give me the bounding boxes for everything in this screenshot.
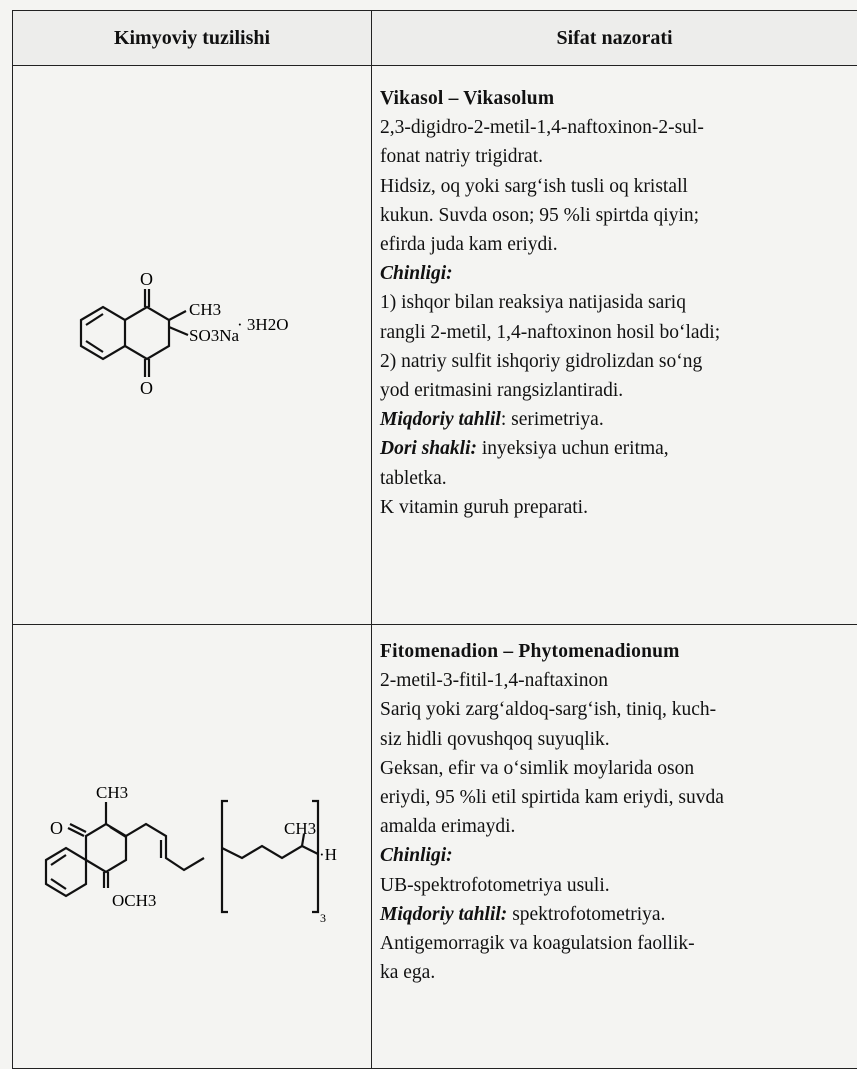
identity-heading: Chinligi: — [380, 259, 851, 288]
desc-line: 2-metil-3-fitil-1,4-naftaxinon — [380, 666, 851, 695]
pharmacopoeia-table: Kimyoviy tuzilishi Sifat nazorati — [12, 10, 857, 1069]
assay-text: : serimetriya. — [501, 409, 604, 430]
desc-line: fonat natriy trigidrat. — [380, 142, 851, 171]
structure-cell-fitomenadion: CH3 O OCH3 CH3 ·H 3 — [13, 625, 372, 1069]
vikasol-label-water: · 3H2O — [237, 315, 288, 334]
footer-line: ka ega. — [380, 958, 851, 987]
desc-line: Hidsiz, oq yoki sarg‘ish tusli oq krista… — [380, 172, 851, 201]
fitomenadion-label-ch3-top: CH3 — [96, 783, 128, 802]
quality-cell-vikasol: Vikasol – Vikasolum 2,3-digidro-2-metil-… — [372, 66, 857, 625]
vikasol-label-oxygen-top: O — [140, 269, 153, 289]
form-text: inyeksiya uchun eritma, — [477, 438, 669, 459]
identity-line: 1) ishqor bilan reaksiya natijasida sari… — [380, 288, 851, 317]
fitomenadion-label-repeat-count: 3 — [320, 911, 326, 925]
assay-heading: Miqdoriy tahlil — [380, 409, 501, 430]
footer-line: Antigemorragik va koagulatsion faollik- — [380, 929, 851, 958]
identity-heading: Chinligi: — [380, 841, 851, 870]
identity-line: 2) natriy sulfit ishqoriy gidrolizdan so… — [380, 347, 851, 376]
vikasol-label-so3na: SO3Na — [189, 326, 240, 345]
desc-line: amalda erimaydi. — [380, 812, 851, 841]
desc-line: kukun. Suvda oson; 95 %li spirtda qiyin; — [380, 201, 851, 230]
vikasol-label-ch3: CH3 — [189, 300, 221, 319]
fitomenadion-label-och3: OCH3 — [112, 891, 156, 910]
desc-line: eriydi, 95 %li etil spirtida kam eriydi,… — [380, 783, 851, 812]
fitomenadion-label-oxygen: O — [50, 818, 63, 838]
assay-heading: Miqdoriy tahlil: — [380, 904, 507, 925]
desc-line: efirda juda kam eriydi. — [380, 230, 851, 259]
form-line: Dori shakli: inyeksiya uchun eritma, — [380, 434, 851, 463]
table-row: CH3 O OCH3 CH3 ·H 3 Fitomenadion – Phyto… — [13, 625, 857, 1069]
table-header-row: Kimyoviy tuzilishi Sifat nazorati — [13, 11, 857, 66]
fitomenadion-label-ch3-chain: CH3 — [284, 819, 316, 838]
assay-text: spektrofotometriya. — [507, 904, 665, 925]
identity-line: rangli 2-metil, 1,4-naftoxinon hosil bo‘… — [380, 318, 851, 347]
identity-line: UB-spektrofotometriya usuli. — [380, 871, 851, 900]
desc-line: siz hidli qovushqoq suyuqlik. — [380, 725, 851, 754]
table-row: O CH3 SO3Na · 3H2O O Vikasol – Vikasolum… — [13, 66, 857, 625]
drug-name: Fitomenadion – Phytomenadionum — [380, 637, 851, 666]
column-header-structure: Kimyoviy tuzilishi — [13, 11, 372, 66]
vikasol-label-oxygen-bottom: O — [140, 378, 153, 398]
fitomenadion-label-h: ·H — [319, 845, 337, 864]
column-header-quality: Sifat nazorati — [372, 11, 857, 66]
vikasol-structure-diagram: O CH3 SO3Na · 3H2O O — [14, 67, 371, 618]
form-line: tabletka. — [380, 464, 851, 493]
fitomenadion-structure-diagram: CH3 O OCH3 CH3 ·H 3 — [14, 626, 371, 1062]
structure-cell-vikasol: O CH3 SO3Na · 3H2O O — [13, 66, 372, 625]
desc-line: 2,3-digidro-2-metil-1,4-naftoxinon-2-sul… — [380, 113, 851, 142]
desc-line: Geksan, efir va o‘simlik moylarida oson — [380, 754, 851, 783]
assay-line: Miqdoriy tahlil: serimetriya. — [380, 405, 851, 434]
drug-name: Vikasol – Vikasolum — [380, 84, 851, 113]
desc-line: Sariq yoki zarg‘aldoq-sarg‘ish, tiniq, k… — [380, 695, 851, 724]
form-heading: Dori shakli: — [380, 438, 477, 459]
quality-cell-fitomenadion: Fitomenadion – Phytomenadionum 2-metil-3… — [372, 625, 857, 1069]
identity-line: yod eritmasini rangsizlantiradi. — [380, 376, 851, 405]
footer-line: K vitamin guruh preparati. — [380, 493, 851, 522]
assay-line: Miqdoriy tahlil: spektrofotometriya. — [380, 900, 851, 929]
